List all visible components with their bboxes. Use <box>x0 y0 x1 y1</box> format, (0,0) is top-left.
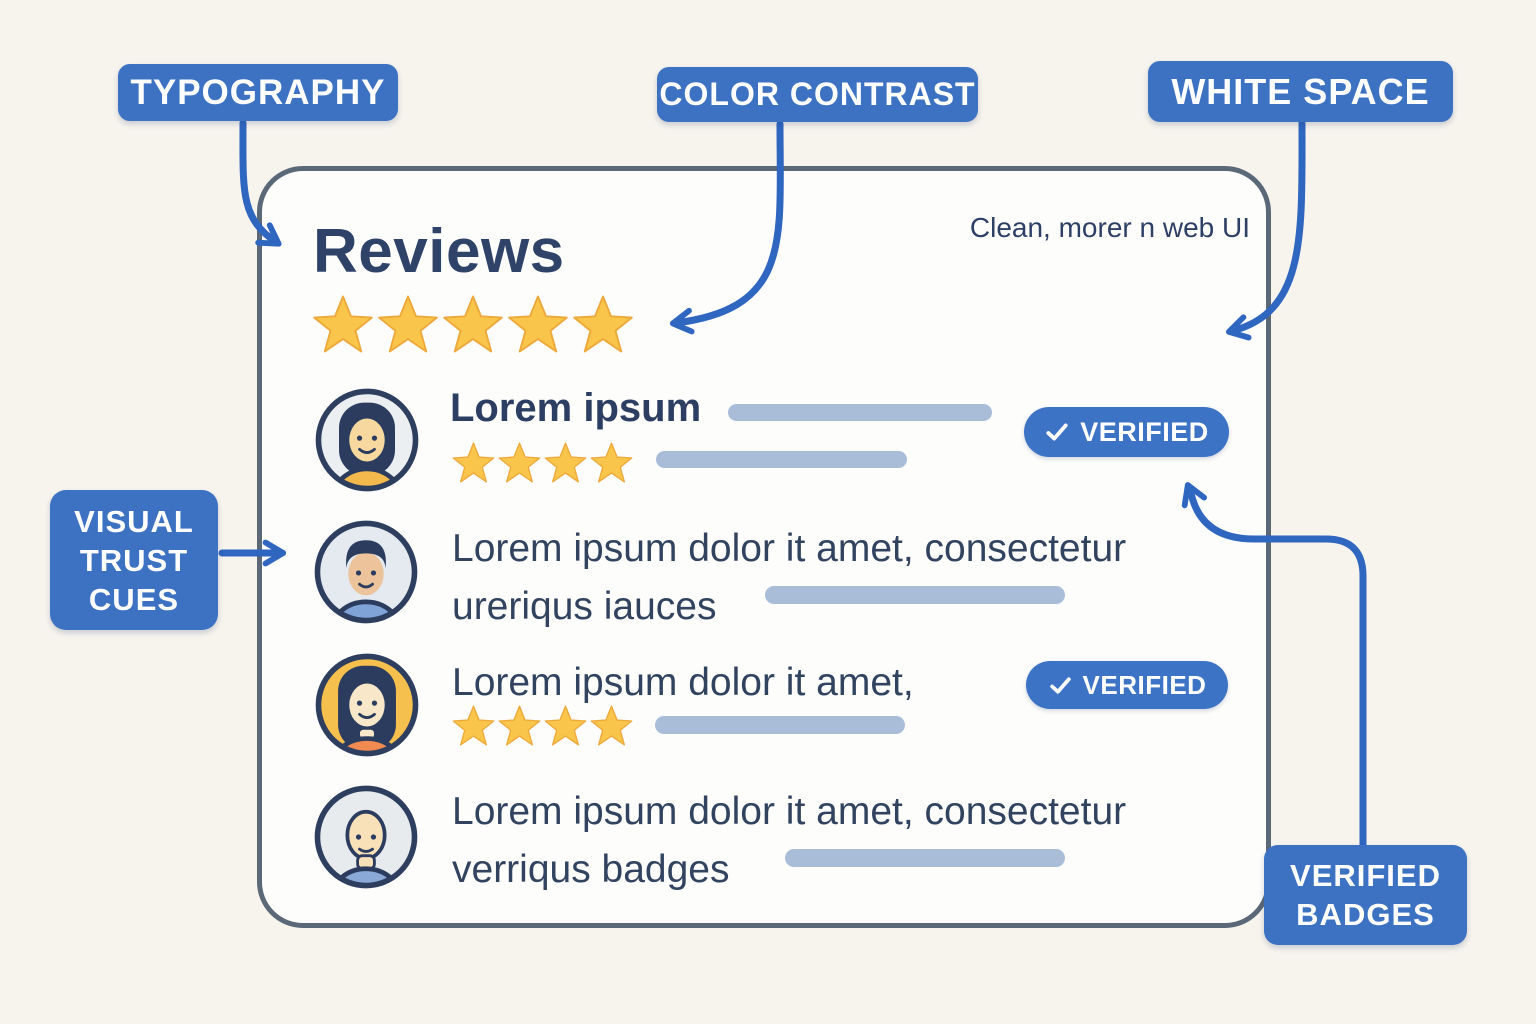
star-icon <box>498 705 541 746</box>
star-icon <box>452 442 495 483</box>
annotation-line: TRUST <box>79 542 189 578</box>
checkmark-icon <box>1049 676 1071 694</box>
card-title: Reviews <box>313 217 565 286</box>
annotation-line: BADGES <box>1296 897 1435 932</box>
checkmark-icon <box>1046 423 1068 441</box>
review-1-placeholder-bar-1 <box>728 404 992 421</box>
annotation-color-contrast: COLOR CONTRAST <box>657 67 978 122</box>
star-icon <box>313 295 373 353</box>
verified-badge-label: VERIFIED <box>1082 669 1207 700</box>
review-4-placeholder-bar <box>785 849 1065 867</box>
star-icon <box>452 705 495 746</box>
annotation-line: VISUAL <box>74 503 194 539</box>
star-icon <box>378 295 438 353</box>
review-4-line-1: Lorem ipsum dolor it amet, consectetur <box>452 790 1127 833</box>
annotation-line: VERIFIED <box>1290 858 1441 893</box>
review-1-placeholder-bar-2 <box>656 451 907 468</box>
review-3-line-1: Lorem ipsum dolor it amet, <box>452 661 914 704</box>
review-2-line-1: Lorem ipsum dolor it amet, consectetur <box>452 527 1127 570</box>
annotation-line: CUES <box>88 581 180 617</box>
card-subtitle: Clean, morer n web UI <box>969 212 1250 243</box>
review-2-placeholder-bar <box>765 586 1065 604</box>
star-icon <box>443 295 503 353</box>
star-icon <box>508 295 568 353</box>
review-3-verified-badge[interactable]: VERIFIED <box>1026 661 1228 709</box>
review-2-text: Lorem ipsum dolor it amet, consectetur u… <box>452 520 1126 636</box>
review-3-star-rating <box>451 703 634 748</box>
annotation-white-space: WHITE SPACE <box>1148 61 1453 122</box>
review-3-text: Lorem ipsum dolor it amet, <box>452 654 914 712</box>
review-4-text: Lorem ipsum dolor it amet, consectetur v… <box>452 783 1126 899</box>
annotation-typography: TYPOGRAPHY <box>118 64 398 121</box>
star-icon <box>590 442 633 483</box>
annotation-visual-trust-cues: VISUAL TRUST CUES <box>50 490 218 630</box>
avatar-man-short-hair <box>310 516 422 628</box>
review-4-line-2: verriqus badges <box>452 848 730 891</box>
review-1-verified-badge[interactable]: VERIFIED <box>1024 407 1229 457</box>
overall-star-rating <box>311 292 635 356</box>
star-icon <box>590 705 633 746</box>
verified-badge-label: VERIFIED <box>1080 416 1209 447</box>
annotation-verified-badges: VERIFIED BADGES <box>1264 845 1467 945</box>
review-1-star-rating <box>451 440 634 485</box>
review-2-line-2: ureriqus iauces <box>452 585 717 628</box>
star-icon <box>544 442 587 483</box>
avatar-bald-man <box>310 781 422 893</box>
review-3-placeholder-bar <box>655 716 905 734</box>
star-icon <box>544 705 587 746</box>
avatar-woman-orange-top <box>311 649 423 761</box>
avatar-woman-long-hair <box>311 384 423 496</box>
star-icon <box>498 442 541 483</box>
star-icon <box>573 295 633 353</box>
review-1-name: Lorem ipsum <box>450 386 702 430</box>
